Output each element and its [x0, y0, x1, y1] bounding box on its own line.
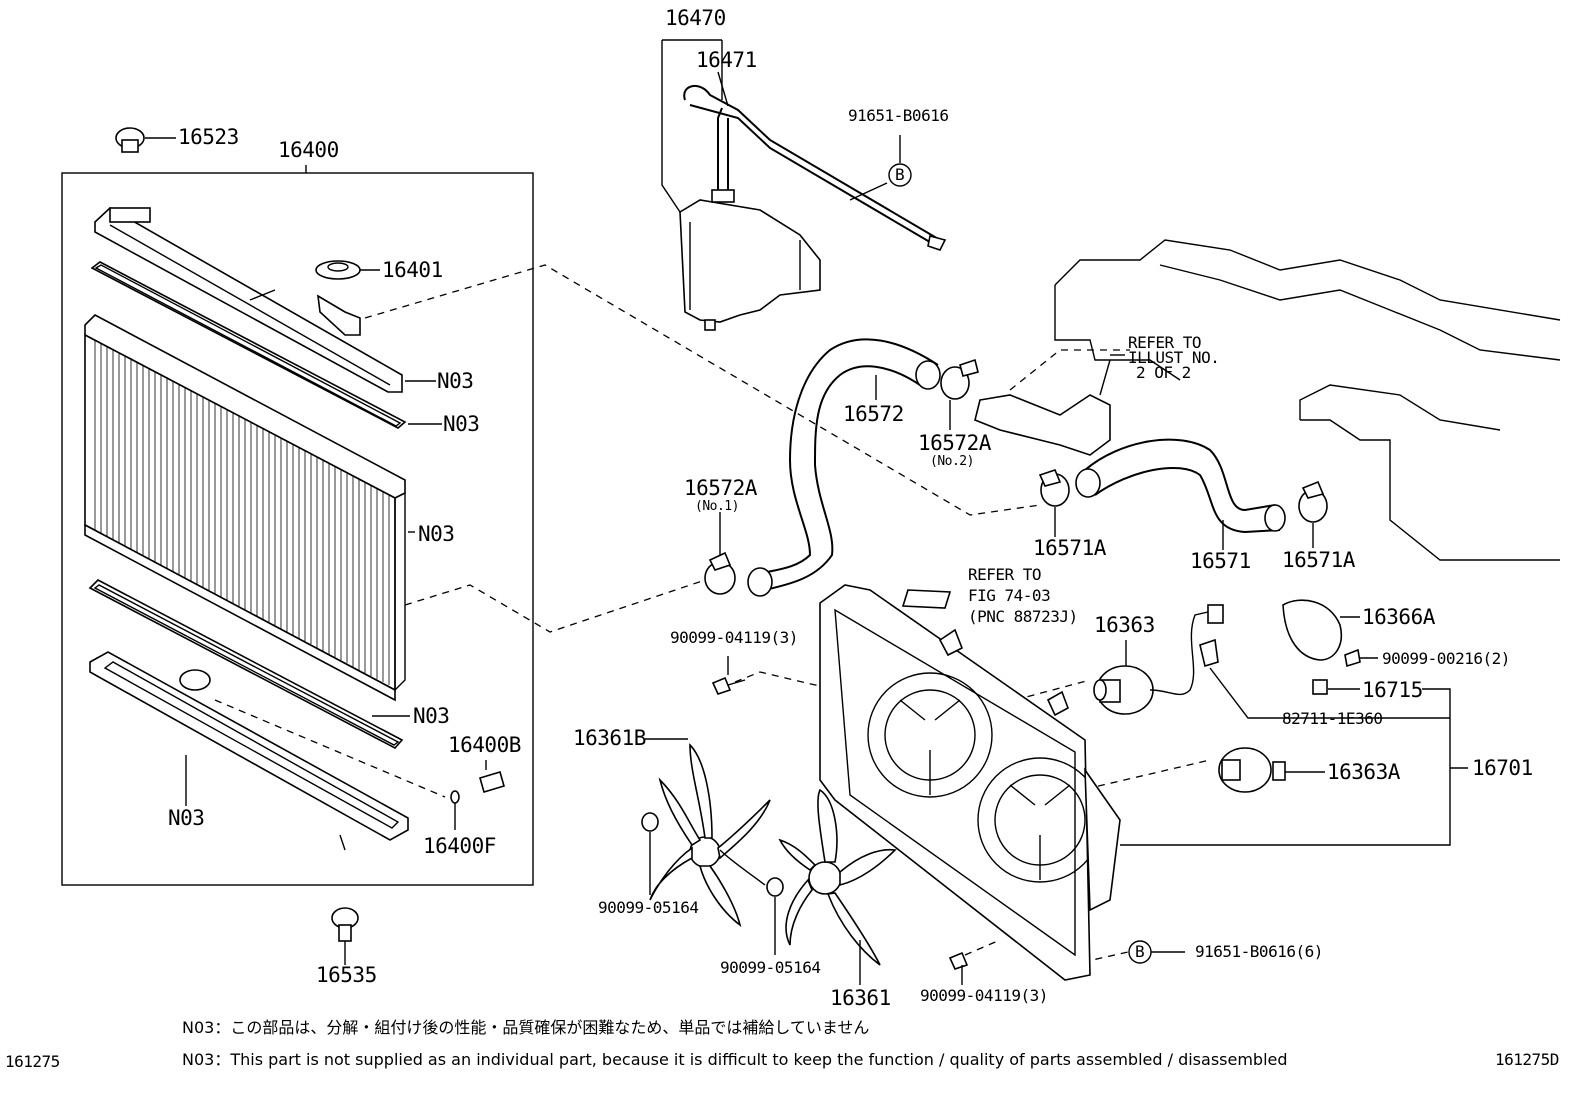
label-16361b: 16361B	[573, 726, 646, 750]
engine-outline	[1054, 239, 1561, 321]
water-outlet-drawing	[974, 394, 1111, 456]
label-16572: 16572	[843, 402, 904, 426]
label-16363a: 16363A	[1327, 760, 1400, 784]
footer-note-english: N03：This part is not supplied as an indi…	[182, 1050, 1288, 1069]
fan-16361-drawing	[778, 788, 897, 985]
radiator-upper-tank	[94, 207, 403, 393]
nut-right-drawing	[766, 877, 784, 897]
callout-b-top-circle	[888, 163, 912, 187]
washer-16715-drawing	[1312, 679, 1328, 695]
label-16470: 16470	[665, 6, 726, 30]
label-90099-00216: 90099-00216(2)	[1382, 649, 1510, 668]
reservoir-tank-drawing	[679, 85, 947, 331]
label-n03-core: N03	[418, 522, 455, 546]
fan-shroud-drawing	[819, 584, 1121, 981]
footer-code-left: 161275	[5, 1052, 60, 1071]
label-16400b: 16400B	[448, 733, 521, 757]
label-16701: 16701	[1472, 756, 1533, 780]
footer-code-right: 161275D	[1495, 1050, 1559, 1069]
hose-clamp-no2-drawing	[940, 358, 979, 430]
label-16715: 16715	[1362, 678, 1423, 702]
hose-clamp-no1-drawing	[704, 512, 736, 595]
connector-drawing	[1199, 638, 1219, 668]
label-91651-b0616-6: 91651-B0616(6)	[1195, 942, 1323, 961]
refer-illust-line2: ILLUST NO.	[1128, 348, 1220, 367]
fan-motor-16363-drawing	[1093, 604, 1224, 715]
radiator-assembly-frame	[61, 172, 534, 886]
label-16523: 16523	[178, 125, 239, 149]
label-90099-05164-left: 90099-05164	[598, 898, 699, 917]
label-n03-upper-gasket: N03	[443, 412, 480, 436]
label-n03-lower-tank: N03	[168, 806, 205, 830]
label-16535: 16535	[316, 963, 377, 987]
label-91651-b0616: 91651-B0616	[848, 106, 949, 125]
label-16366a: 16366A	[1362, 605, 1435, 629]
label-16572a-no2: 16572A	[918, 431, 991, 455]
label-90099-04119-top: 90099-04119(3)	[670, 628, 798, 647]
refer-illust-line3: 2 OF 2	[1136, 363, 1191, 382]
refer-illust-line1: REFER TO	[1128, 333, 1202, 352]
label-16400f: 16400F	[423, 834, 496, 858]
fan-motor-16363a-drawing	[1218, 747, 1325, 793]
upper-hose-drawing	[754, 338, 939, 576]
radiator-core	[84, 314, 406, 702]
label-16361: 16361	[830, 986, 891, 1010]
callout-b-bottom: B	[1135, 942, 1145, 961]
label-16363: 16363	[1094, 613, 1155, 637]
label-90099-05164-right: 90099-05164	[720, 958, 821, 977]
callout-b-top: B	[895, 165, 905, 184]
label-16571: 16571	[1190, 549, 1251, 573]
label-90099-04119-bottom: 90099-04119(3)	[920, 986, 1048, 1005]
label-16401: 16401	[382, 258, 443, 282]
refer-fig-line3: (PNC 88723J)	[968, 607, 1078, 626]
refer-fig-line2: FIG 74-03	[968, 586, 1051, 605]
motor-cover-drawing	[1282, 599, 1342, 661]
drain-cock-drawing	[479, 771, 505, 793]
label-16572a-no1: 16572A	[684, 476, 757, 500]
fan-16361b-drawing	[645, 738, 771, 927]
label-82711-1e360: 82711-1E360	[1282, 709, 1383, 728]
upper-gasket	[90, 261, 407, 429]
refer-fig-line1: REFER TO	[968, 565, 1042, 584]
label-16400: 16400	[278, 138, 339, 162]
label-16471: 16471	[696, 48, 757, 72]
label-no2: (No.2)	[930, 454, 974, 469]
label-n03-lower-gasket: N03	[413, 704, 450, 728]
label-n03-upper-tank: N03	[437, 369, 474, 393]
bolt-bottom-drawing	[948, 951, 969, 970]
caution-label-drawing	[901, 589, 952, 609]
footer-note-japanese: N03：この部品は、分解・組付け後の性能・品質確保が困難なため、単品では補給して…	[182, 1018, 870, 1037]
label-16571a-right: 16571A	[1282, 548, 1355, 572]
nut-left-drawing	[641, 812, 659, 832]
bolt-top-drawing	[711, 676, 732, 695]
lower-hose-drawing	[1084, 438, 1276, 512]
label-no1: (No.1)	[695, 499, 739, 514]
radiator-lower-tank	[89, 651, 409, 851]
label-16571a-left: 16571A	[1033, 536, 1106, 560]
